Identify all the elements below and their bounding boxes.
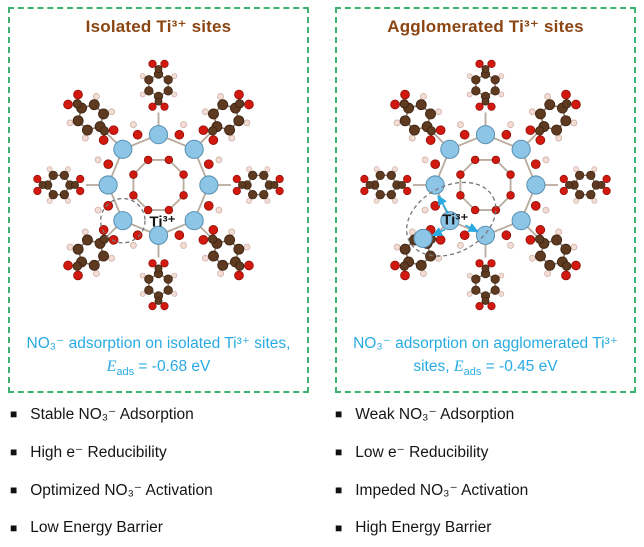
- dashed-ellipse-annotation: [405, 181, 497, 257]
- bullet-label: Weak NO₃⁻ Adsorption: [355, 405, 515, 423]
- dashed-circle-annotation: [100, 197, 146, 244]
- bullet-label: High Energy Barrier: [355, 519, 492, 536]
- extra-ti-atom: [413, 228, 433, 248]
- bullet-label: Optimized NO₃⁻ Activation: [30, 481, 213, 499]
- bullet-item: ■ Stable NO₃⁻ Adsorption: [10, 395, 309, 433]
- bullet-label: Stable NO₃⁻ Adsorption: [30, 405, 194, 423]
- ti3-site-label: Ti³⁺: [442, 211, 468, 228]
- square-bullet-icon: ■: [335, 521, 343, 535]
- square-bullet-icon: ■: [10, 483, 18, 497]
- bullet-item: ■ Weak NO₃⁻ Adsorption: [335, 395, 634, 433]
- panel-title-agglomerated: Agglomerated Ti³⁺ sites: [387, 17, 584, 36]
- molecular-structure-agglomerated: Ti³⁺: [343, 37, 628, 332]
- arrow-to-ti-icon: [437, 194, 449, 214]
- bullet-column-isolated: ■ Stable NO₃⁻ Adsorption ■ High e⁻ Reducibi…: [10, 395, 309, 547]
- molecule-isolated-svg: Ti³⁺: [16, 46, 301, 324]
- caption-agglomerated: NO₃⁻ adsorption on agglomerated Ti³⁺ sit…: [353, 332, 618, 381]
- square-bullet-icon: ■: [10, 445, 18, 459]
- caption-line2-pre: sites,: [413, 358, 454, 376]
- arrow-to-ti-icon: [431, 226, 446, 236]
- bullet-item: ■ Low e⁻ Reducibility: [335, 433, 634, 471]
- arrow-to-ti-icon: [464, 222, 479, 232]
- panel-title-isolated: Isolated Ti³⁺ sites: [85, 17, 232, 36]
- square-bullet-icon: ■: [10, 521, 18, 535]
- eads-subscript: ads: [116, 366, 135, 379]
- bullet-item: ■ High Energy Barrier: [335, 509, 634, 547]
- molecule-agglomerated-svg: Ti³⁺: [343, 46, 628, 324]
- mof-structure: [34, 60, 284, 310]
- molecular-structure-isolated: Ti³⁺: [16, 37, 301, 332]
- panels-row: Isolated Ti³⁺ sites Ti³⁺ NO₃⁻ adsorption…: [8, 7, 636, 393]
- eads-symbol: E: [106, 358, 117, 376]
- square-bullet-icon: ■: [335, 407, 343, 421]
- square-bullet-icon: ■: [335, 483, 343, 497]
- mof-structure: [361, 60, 611, 310]
- eads-value: = -0.68 eV: [134, 358, 211, 376]
- eads-value: = -0.45 eV: [481, 358, 558, 376]
- bullet-label: Impeded NO₃⁻ Activation: [355, 481, 529, 499]
- bullet-item: ■ High e⁻ Reducibility: [10, 433, 309, 471]
- square-bullet-icon: ■: [10, 407, 18, 421]
- caption-line1: NO₃⁻ adsorption on isolated Ti³⁺ sites,: [26, 335, 291, 353]
- caption-line1: NO₃⁻ adsorption on agglomerated Ti³⁺: [353, 335, 618, 353]
- ti3-site-label: Ti³⁺: [149, 213, 175, 230]
- bullet-item: ■ Low Energy Barrier: [10, 509, 309, 547]
- bullet-column-agglomerated: ■ Weak NO₃⁻ Adsorption ■ Low e⁻ Reducibilit…: [335, 395, 634, 547]
- bullet-item: ■ Impeded NO₃⁻ Activation: [335, 471, 634, 509]
- panel-agglomerated: Agglomerated Ti³⁺ sites Ti³⁺ NO₃⁻ adsorp…: [335, 7, 636, 393]
- eads-symbol: E: [453, 358, 464, 376]
- bullet-label: High e⁻ Reducibility: [30, 443, 167, 461]
- panel-isolated: Isolated Ti³⁺ sites Ti³⁺ NO₃⁻ adsorption…: [8, 7, 309, 393]
- caption-isolated: NO₃⁻ adsorption on isolated Ti³⁺ sites, …: [27, 332, 291, 381]
- bullet-label: Low e⁻ Reducibility: [355, 443, 489, 461]
- bullet-label: Low Energy Barrier: [30, 519, 163, 536]
- bullet-item: ■ Optimized NO₃⁻ Activation: [10, 471, 309, 509]
- bullets-row: ■ Stable NO₃⁻ Adsorption ■ High e⁻ Reducibi…: [8, 393, 636, 547]
- eads-subscript: ads: [463, 366, 482, 379]
- square-bullet-icon: ■: [335, 445, 343, 459]
